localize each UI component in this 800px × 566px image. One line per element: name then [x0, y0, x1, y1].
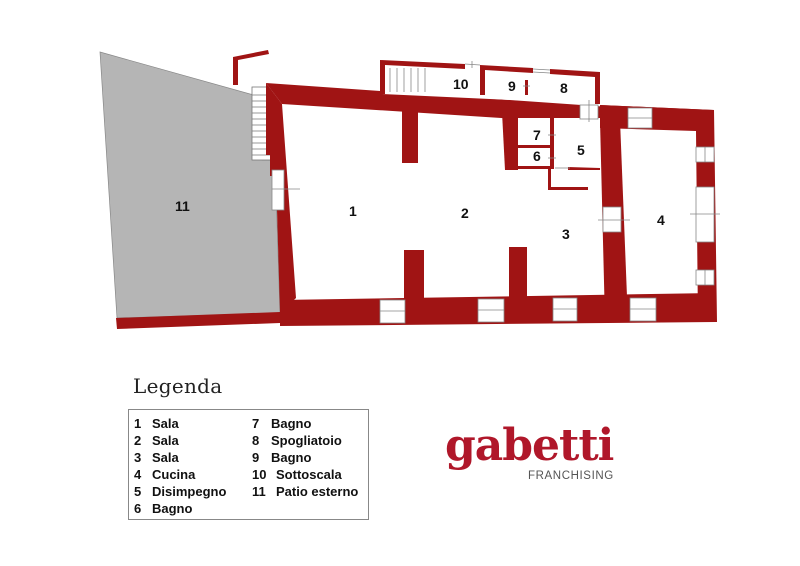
room-label-11: 11: [175, 198, 190, 214]
room-label-9: 9: [508, 78, 516, 94]
service-block: [518, 100, 600, 190]
room-label-4: 4: [657, 212, 665, 228]
patio-bottom-wall: [116, 312, 280, 329]
room-label-1: 1: [349, 203, 357, 219]
room-label-5: 5: [577, 142, 585, 158]
room-label-10: 10: [453, 76, 469, 92]
upper-annex: [380, 60, 600, 104]
room-label-3: 3: [562, 226, 570, 242]
logo-wordmark: gabetti: [445, 420, 614, 471]
legend-title: Legenda: [133, 374, 223, 398]
room-label-8: 8: [560, 80, 568, 96]
room-label-2: 2: [461, 205, 469, 221]
gabetti-logo: gabetti FRANCHISING: [445, 420, 625, 488]
openings: [271, 107, 720, 324]
room-label-6: 6: [533, 148, 541, 164]
stair-landing-wall: [233, 50, 269, 85]
room-label-7: 7: [533, 127, 541, 143]
logo-subtitle: FRANCHISING: [528, 470, 614, 482]
